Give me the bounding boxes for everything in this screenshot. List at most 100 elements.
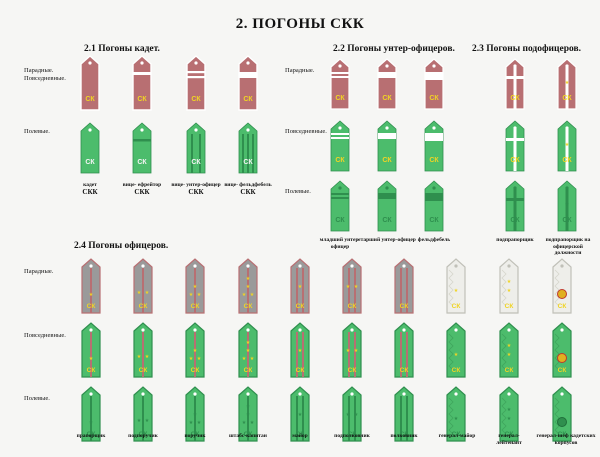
shoulder-strap: ★★★СК	[185, 386, 205, 442]
section-sub-title: 2.3 Погоны подофицеров.	[472, 44, 582, 54]
caption-officer: майор	[292, 433, 308, 439]
shoulder-strap: ★★СК	[133, 322, 153, 378]
strap-text: СК	[296, 431, 305, 438]
shoulder-strap: ★ СК	[557, 58, 577, 110]
strap-text: СК	[191, 96, 201, 103]
strap-text: СК	[505, 303, 514, 310]
caption-sub: подпрапорщик	[496, 237, 534, 243]
star-icon: ★	[454, 288, 459, 294]
strap-text: СК	[137, 159, 147, 166]
strap-text: СК	[382, 95, 392, 102]
shoulder-strap: СК	[424, 58, 444, 110]
star-icon: ★	[454, 352, 459, 358]
shoulder-strap: ★СК	[446, 322, 466, 378]
row-label-field: Полевые.	[24, 395, 50, 402]
star-icon: ★	[246, 276, 251, 282]
caption-officer: подполковник	[334, 433, 370, 439]
shoulder-strap: СК	[424, 120, 444, 172]
star-icon: ★	[246, 348, 251, 354]
caption-nco: старший унтер-офицер	[358, 237, 416, 243]
star-icon: ★	[507, 343, 512, 349]
shoulder-strap: ★ СК	[446, 386, 466, 442]
star-icon: ★	[145, 290, 150, 296]
caption-officer: генерал-майор	[438, 433, 476, 439]
star-icon: ★	[242, 420, 247, 426]
shoulder-strap: СК	[394, 386, 414, 442]
star-icon: ★	[137, 290, 142, 296]
shoulder-strap: ★ СК	[557, 180, 577, 232]
row-label-parade: Парадные.	[24, 268, 54, 275]
shoulder-strap: ★ ★ СК	[499, 386, 519, 442]
strap-text: СК	[452, 431, 461, 438]
shoulder-strap: ★СК	[290, 258, 310, 314]
caption-officer: генерал-шеф кадетских корпусов	[536, 433, 596, 446]
shoulder-strap: СК	[552, 258, 572, 314]
shoulder-strap: ★★СК	[342, 258, 362, 314]
star-icon: ★	[250, 292, 255, 298]
shoulder-strap: ★★СК	[342, 322, 362, 378]
star-icon: ★	[189, 356, 194, 362]
star-icon: ★	[189, 292, 194, 298]
shoulder-strap: ★СК	[81, 322, 101, 378]
star-icon: ★	[246, 404, 251, 410]
star-icon: ★	[137, 418, 142, 424]
shoulder-strap: ★СК	[290, 322, 310, 378]
star-icon: ★	[454, 416, 459, 422]
shoulder-strap: ★СК	[81, 386, 101, 442]
shoulder-strap: СК	[505, 180, 525, 232]
star-icon: ★	[298, 348, 303, 354]
strap-text: СК	[452, 303, 461, 310]
shoulder-strap: СК	[330, 180, 350, 232]
star-icon: ★	[346, 412, 351, 418]
shoulder-strap: ★★★★СК	[238, 386, 258, 442]
caption-line: СКК	[240, 187, 256, 196]
strap-text: СК	[558, 303, 567, 310]
emblem-icon	[557, 417, 567, 427]
star-icon: ★	[246, 412, 251, 418]
shoulder-strap: СК	[377, 180, 397, 232]
strap-text: СК	[244, 431, 253, 438]
strap-text: СК	[429, 217, 439, 224]
shoulder-strap: СК	[377, 58, 397, 110]
shoulder-strap: ★★★СК	[185, 322, 205, 378]
shoulder-strap: ★★СК	[133, 386, 153, 442]
strap-text: СК	[429, 95, 439, 102]
strap-text: СК	[335, 157, 345, 164]
strap-text: СК	[139, 431, 148, 438]
star-icon: ★	[346, 284, 351, 290]
strap-text: СК	[562, 217, 572, 224]
star-icon: ★	[137, 354, 142, 360]
shoulder-strap: СК	[552, 322, 572, 378]
row-label-parade: Парадные.	[285, 67, 315, 74]
shoulder-strap: СК	[132, 55, 152, 111]
row-label-field: Полевые.	[24, 128, 50, 135]
caption-officer: генерал-лейтенант	[496, 433, 522, 446]
shoulder-strap: СК	[330, 58, 350, 110]
star-icon: ★	[298, 412, 303, 418]
caption-line: кадет	[83, 182, 97, 188]
caption-line: вице- ефрейтор	[122, 182, 162, 188]
emblem-icon	[557, 289, 567, 299]
strap-text: СК	[348, 431, 357, 438]
shoulder-strap: СК	[394, 322, 414, 378]
strap-text: СК	[505, 431, 514, 438]
star-icon: ★	[507, 416, 512, 422]
strap-text: СК	[191, 431, 200, 438]
star-icon: ★	[507, 288, 512, 294]
star-icon: ★	[250, 356, 255, 362]
star-icon: ★	[246, 284, 251, 290]
strap-text: СК	[87, 431, 96, 438]
shoulder-strap: ★ СК	[557, 120, 577, 172]
strap-text: СК	[400, 303, 409, 310]
section-officer-title: 2.4 Погоны офицеров.	[74, 241, 169, 251]
strap-text: СК	[85, 159, 95, 166]
strap-text: СК	[191, 367, 200, 374]
star-icon: ★	[145, 354, 150, 360]
star-icon: ★	[507, 407, 512, 413]
strap-text: СК	[191, 303, 200, 310]
shoulder-strap: ★СК	[81, 258, 101, 314]
shoulder-strap: ★★СК	[342, 386, 362, 442]
shoulder-strap: ★★СК	[499, 322, 519, 378]
star-icon: ★	[197, 420, 202, 426]
